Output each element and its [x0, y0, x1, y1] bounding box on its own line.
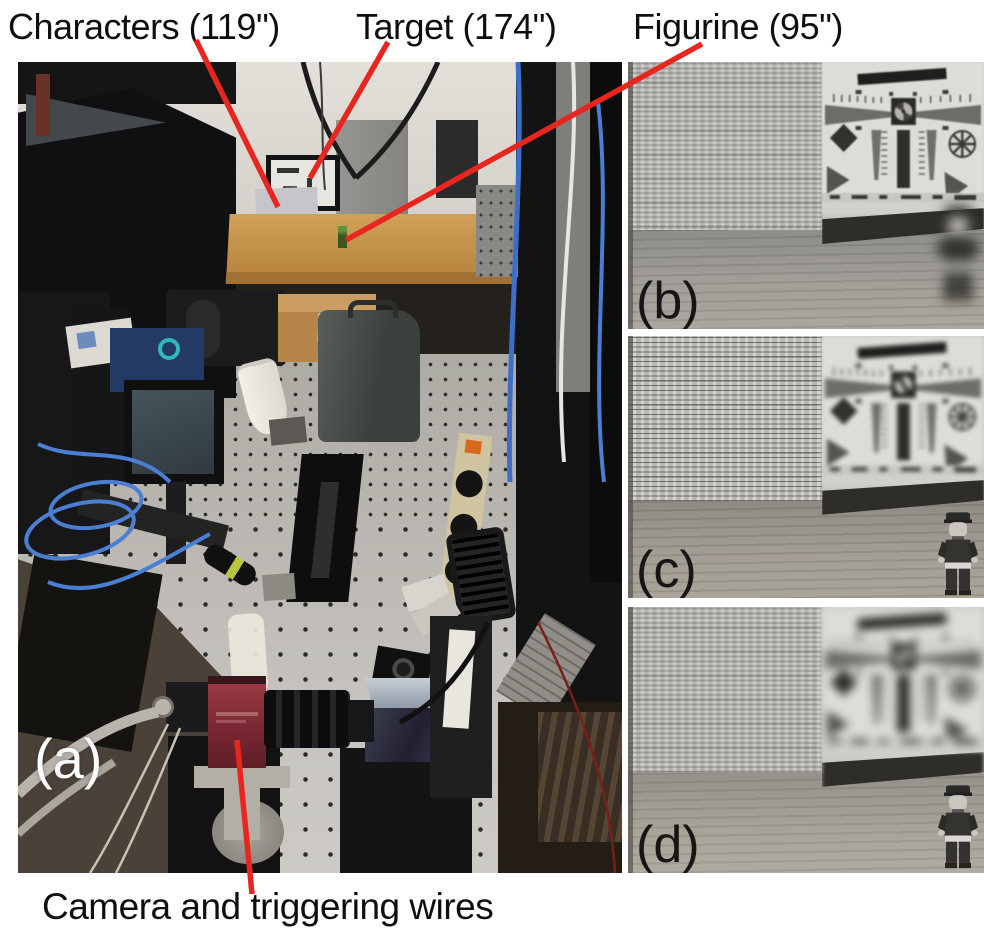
figurine-slot	[938, 781, 978, 869]
teal-ring	[158, 338, 180, 360]
panel-a-label: (a)	[34, 727, 103, 790]
white-card-logo	[76, 330, 97, 350]
gray-panel-with-holes	[476, 185, 518, 277]
figurine-slot	[938, 508, 978, 596]
panel-b-photo: (b)	[628, 62, 984, 329]
green-figurine	[338, 226, 347, 248]
lens-extension	[348, 700, 374, 742]
resolution-test-chart	[822, 62, 984, 214]
t-bracket-stem	[224, 788, 260, 840]
chart-slot	[822, 336, 984, 486]
maroon-strip	[36, 74, 50, 136]
chart-slot	[822, 62, 984, 214]
lego-figurine	[938, 785, 978, 869]
right-post	[590, 62, 622, 582]
annotation-target: Target (174")	[356, 6, 557, 47]
lego-figurine	[936, 206, 980, 300]
photo-edge	[628, 607, 633, 873]
panel-c-photo: (c)	[628, 336, 984, 598]
screen-glass	[132, 390, 214, 474]
red-camera-body	[208, 676, 266, 768]
projector-handle	[348, 300, 398, 318]
right-wall-strip	[556, 62, 592, 392]
figurine-slot	[936, 201, 980, 301]
lego-figurine	[938, 512, 978, 596]
annotation-characters: Characters (119")	[8, 6, 280, 47]
annotation-figurine: Figurine (95")	[633, 6, 843, 47]
caption-camera-wires: Camera and triggering wires	[42, 886, 494, 927]
camera-lens	[264, 690, 350, 748]
wood-floor-patch	[538, 712, 622, 842]
v-block	[262, 572, 296, 602]
panel-c-label: (c)	[636, 541, 697, 598]
camera-label-line-2	[216, 720, 246, 723]
floor	[628, 230, 984, 329]
power-strip-switch	[464, 439, 482, 455]
panel-d-photo: (d)	[628, 607, 984, 873]
panel-d-label: (d)	[636, 816, 700, 873]
panel-a-photo: (a)	[18, 62, 622, 873]
panel-b-label: (b)	[636, 272, 700, 329]
background-cabinet	[336, 120, 408, 224]
camera-label-line-1	[216, 712, 258, 716]
resolution-test-chart	[822, 336, 984, 486]
resolution-test-chart	[822, 607, 984, 758]
photo-edge	[628, 336, 633, 598]
metal-bracket	[268, 416, 308, 446]
chart-slot	[822, 607, 984, 758]
chart-mark-1	[277, 168, 299, 173]
photo-edge	[628, 62, 633, 329]
floor	[628, 773, 984, 873]
background-rack	[436, 120, 478, 198]
t-bracket-bar	[194, 766, 290, 788]
gray-projector-box	[318, 310, 420, 442]
cable-connector	[152, 696, 174, 718]
floor	[628, 501, 984, 598]
plug-1	[454, 468, 485, 499]
